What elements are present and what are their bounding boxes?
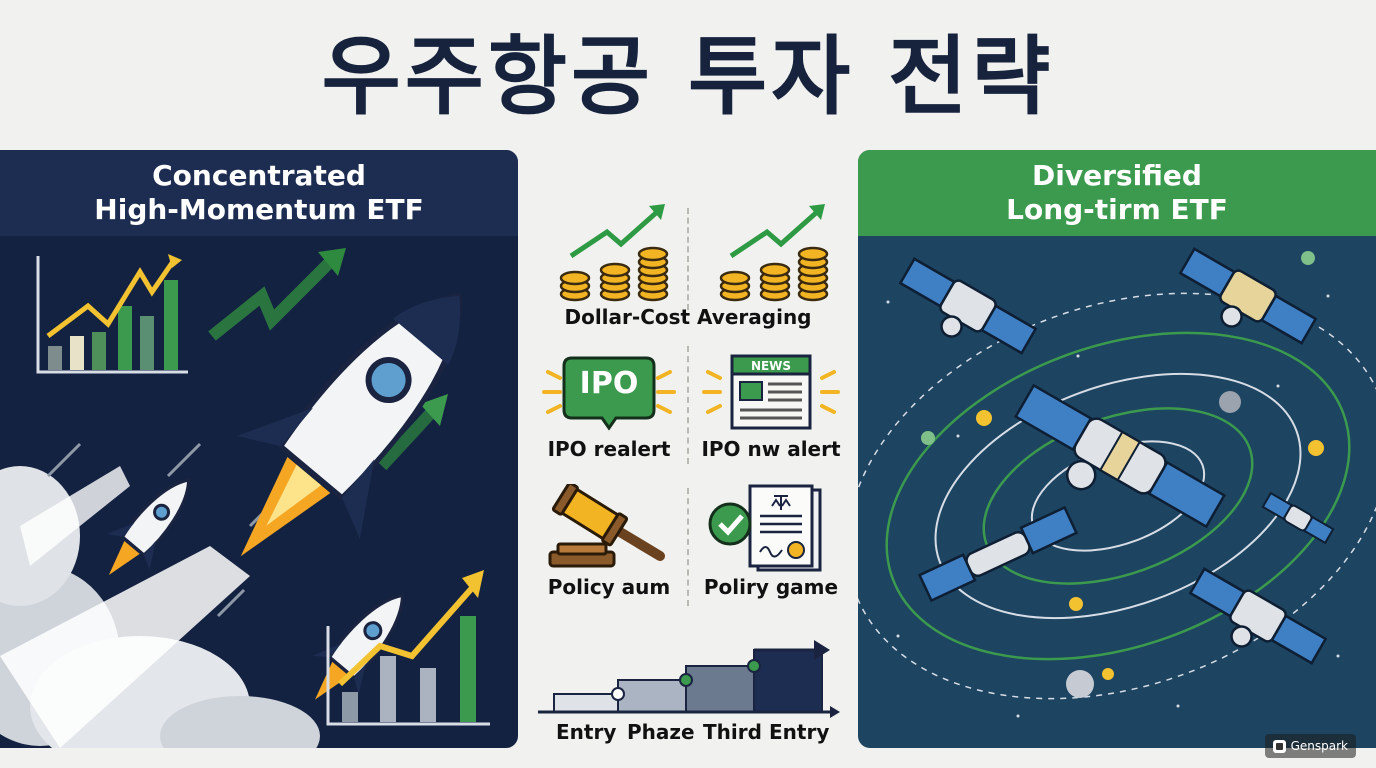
policy-left-label: Policy aum <box>547 575 671 599</box>
concentrated-etf-header: Concentrated High-Momentum ETF <box>0 150 518 236</box>
policy-right-cell: Poliry game <box>696 484 846 600</box>
concentrated-etf-title-line1: Concentrated <box>152 159 366 192</box>
news-badge-text: NEWS <box>750 359 792 373</box>
strategy-center: Dollar-Cost Averaging IPO IPO realert NE… <box>530 196 846 756</box>
divider <box>687 488 689 606</box>
gavel-icon <box>548 484 665 568</box>
page-title: 우주항공 투자 전략 <box>321 27 1055 127</box>
satellites-illustration <box>858 247 1376 718</box>
diversified-etf-title-line1: Diversified <box>1032 159 1202 192</box>
step-label: Entry <box>556 720 617 744</box>
satellite-icon <box>1261 491 1335 545</box>
step-label: Entry <box>769 720 830 744</box>
satellite-icon <box>1188 567 1328 665</box>
steps-labels: Entry Phaze Third Entry <box>530 720 846 746</box>
concentrated-etf-title-line2: High-Momentum ETF <box>94 193 424 226</box>
step-label: Phaze <box>627 720 695 744</box>
brand-label: Genspark <box>1290 739 1348 753</box>
diversified-etf-header: Diversified Long-tirm ETF <box>858 150 1376 236</box>
divider <box>687 346 689 464</box>
ipo-right-label: IPO nw alert <box>701 437 841 461</box>
diversified-etf-panel: Diversified Long-tirm ETF <box>858 150 1376 748</box>
bar-chart-bottom-icon <box>326 570 490 726</box>
coin-stack-growth-icon <box>536 202 686 302</box>
genspark-logo-icon <box>1272 739 1286 753</box>
policy-right-label: Poliry game <box>703 575 839 599</box>
small-rocket-icon <box>312 593 404 700</box>
policy-document-icon <box>708 484 822 572</box>
dca-label: Dollar-Cost Averaging <box>564 305 812 329</box>
ipo-bubble-icon <box>542 356 676 431</box>
big-rocket-icon <box>237 292 462 557</box>
ipo-alert-cell: IPO IPO realert <box>534 352 684 462</box>
news-alert-cell: NEWS IPO nw alert <box>696 352 846 462</box>
newspaper-icon <box>702 354 840 430</box>
satellite-icon <box>898 257 1038 355</box>
bar-chart-top-icon <box>36 254 188 374</box>
diversified-etf-title-line2: Long-tirm ETF <box>1006 193 1228 226</box>
step-label: Third <box>703 720 762 744</box>
brand-watermark: Genspark <box>1264 734 1356 758</box>
small-rocket-icon <box>106 478 191 576</box>
concentrated-etf-panel: Concentrated High-Momentum ETF <box>0 150 518 748</box>
space-station-icon <box>917 505 1079 603</box>
coin-stack-growth-icon <box>696 202 846 302</box>
satellite-icon <box>1178 247 1318 345</box>
ipo-left-label: IPO realert <box>547 437 671 461</box>
policy-left-cell: Policy aum <box>534 484 684 600</box>
space-station-icon <box>1014 383 1226 529</box>
rockets-illustration <box>0 248 490 748</box>
divider <box>687 208 689 310</box>
staged-entry-steps <box>538 640 840 718</box>
ipo-badge-text: IPO <box>579 366 639 401</box>
